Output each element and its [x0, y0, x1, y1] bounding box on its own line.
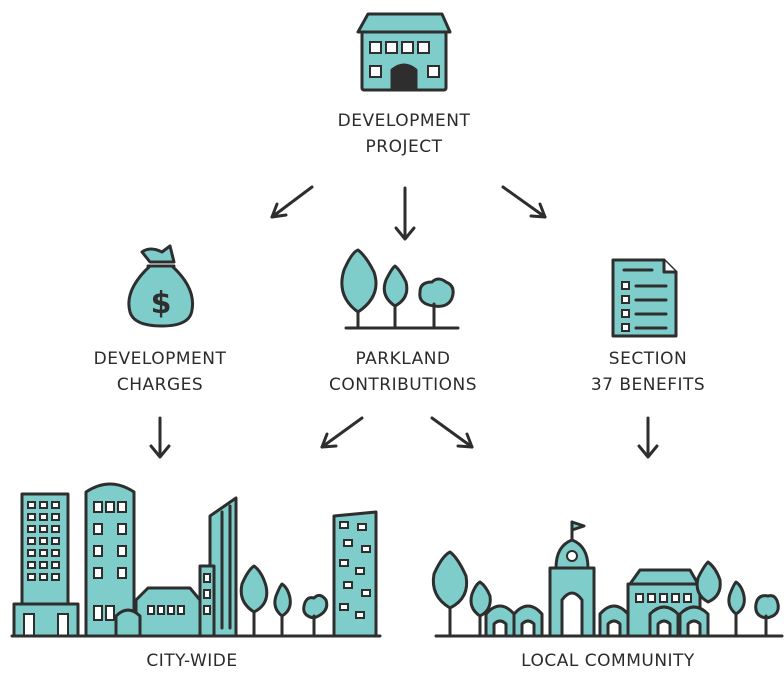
arrow-parkland-to-local [430, 416, 474, 449]
node-parkland-contributions-line2: CONTRIBUTIONS [328, 375, 478, 395]
city-skyline-icon [10, 482, 382, 638]
arrow-project-to-charges [270, 185, 314, 219]
building-icon [356, 12, 452, 92]
node-development-project: DEVELOPMENT PROJECT [304, 108, 504, 160]
node-city-wide: CITY-WIDE [146, 651, 238, 671]
node-section-37-benefits: SECTION 37 BENEFITS [548, 346, 748, 398]
node-section-37-benefits-line2: 37 BENEFITS [590, 375, 706, 395]
node-development-charges-line1: DEVELOPMENT [93, 349, 227, 369]
node-parkland-contributions: PARKLAND CONTRIBUTIONS [298, 346, 508, 398]
node-local-community: LOCAL COMMUNITY [521, 651, 695, 671]
node-development-charges-line2: CHARGES [116, 375, 204, 395]
money-bag-icon: $ [127, 244, 195, 328]
arrow-section37-to-local [637, 416, 659, 459]
arrow-charges-to-citywide [149, 416, 171, 459]
node-development-project-line1: DEVELOPMENT [337, 111, 471, 131]
svg-text:$: $ [151, 286, 172, 321]
node-development-project-line2: PROJECT [365, 137, 443, 157]
node-parkland-contributions-line1: PARKLAND [355, 349, 451, 369]
trees-icon [340, 248, 460, 330]
node-development-charges: DEVELOPMENT CHARGES [60, 346, 260, 398]
node-section-37-benefits-line1: SECTION [608, 349, 688, 369]
neighbourhood-icon [431, 520, 784, 638]
arrow-project-to-parkland [394, 186, 416, 241]
arrow-project-to-section37 [501, 185, 547, 219]
document-icon [611, 258, 678, 338]
arrow-parkland-to-citywide [320, 416, 364, 449]
